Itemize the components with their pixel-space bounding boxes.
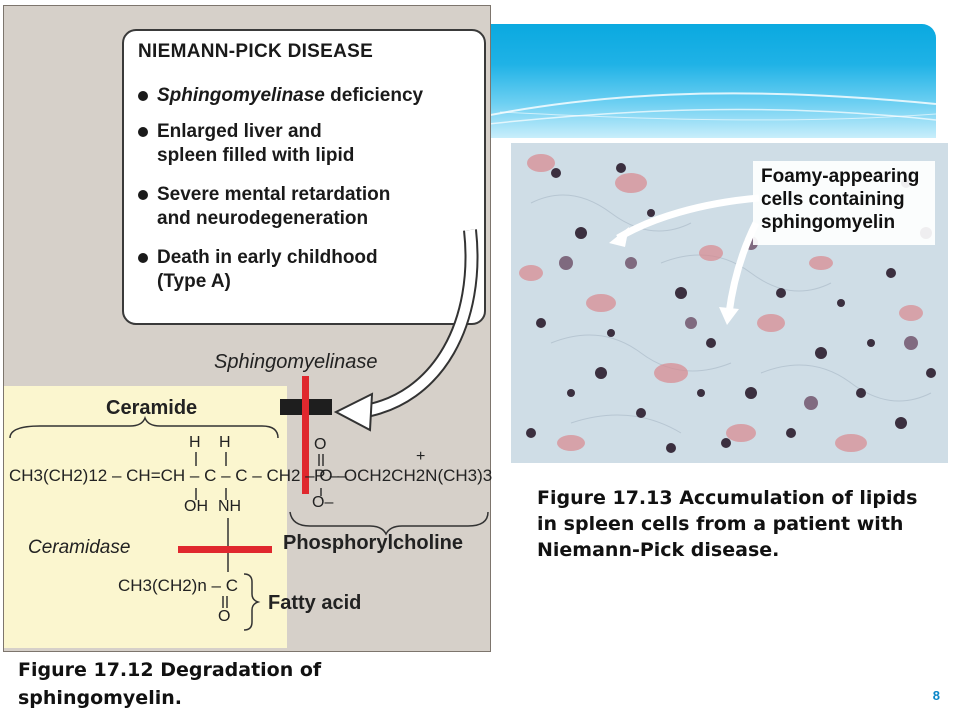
spleen-micrograph: Foamy-appearing cells containing sphingo… (511, 143, 948, 463)
callout-arrow (359, 229, 477, 417)
fatty-acid-formula: CH3(CH2)n – C (118, 576, 238, 595)
amide-nh-label: NH (218, 498, 242, 515)
bullet-dot (138, 91, 148, 101)
ceramide-brace (9, 415, 279, 439)
page-number: 8 (932, 688, 940, 703)
title-banner (470, 24, 936, 138)
hydrogen-label: H (219, 434, 231, 451)
micrograph-annotation: Foamy-appearing cells containing sphingo… (761, 166, 920, 233)
sphingomyelin-backbone-formula: CH3(CH2)12 – CH=CH – C – C – CH2 – O – (9, 466, 347, 485)
bullet-dot (138, 127, 148, 137)
bullet-text: Death in early childhood (Type A) (157, 247, 378, 292)
bullet-sphingomyelinase-deficiency: Sphingomyelinase deficiency (138, 84, 423, 108)
hydrogen-label: H (189, 434, 201, 451)
degradation-figure-panel: NIEMANN-PICK DISEASE Sphingomyelinase de… (3, 5, 491, 652)
bullet-mental-retardation: Severe mental retardation and neurodegen… (138, 183, 390, 231)
ceramidase-cleavage-bar (178, 546, 272, 553)
ceramide-label: Ceramide (106, 397, 198, 419)
bullet-dot (138, 190, 148, 200)
hydroxyl-label: OH (184, 498, 208, 515)
niemann-pick-callout: NIEMANN-PICK DISEASE Sphingomyelinase de… (122, 29, 486, 325)
micrograph-image (511, 143, 948, 463)
figure-17-13-caption: Figure 17.13 Accumulation of lipids in s… (537, 487, 918, 561)
bullet-dot (138, 253, 148, 263)
fatty-acid-label: Fatty acid (268, 592, 362, 614)
phosphorylcholine-formula: P – OCH2CH2N(CH3)3 (314, 466, 493, 485)
callout-title: NIEMANN-PICK DISEASE (138, 41, 374, 62)
phosphate-oxygen-top: O (314, 436, 327, 453)
phosphorylcholine-brace (289, 511, 489, 536)
figure-17-12-caption: Figure 17.12 Degradation of sphingomyeli… (18, 659, 322, 709)
bullet-text: Severe mental retardation and neurodegen… (157, 184, 391, 229)
sphingomyelinase-cleavage-bar (302, 376, 309, 494)
ceramide-region (4, 386, 287, 648)
phosphate-oxygen-minus: O– (312, 494, 334, 511)
carbonyl-oxygen: O (218, 608, 231, 625)
charge-plus: + (416, 448, 426, 465)
bullet-italic-text: Sphingomyelinase (157, 85, 325, 106)
callout-arrow-head (333, 392, 374, 432)
phosphorylcholine-label: Phosphorylcholine (283, 532, 464, 554)
fatty-acid-brace (243, 573, 261, 631)
sphingomyelinase-label: Sphingomyelinase (214, 351, 378, 373)
ceramidase-label: Ceramidase (28, 537, 131, 558)
bullet-text: Enlarged liver and spleen filled with li… (157, 121, 355, 166)
banner-swoosh-graphic (470, 92, 936, 127)
bullet-text: deficiency (324, 85, 424, 106)
bullet-enlarged-liver: Enlarged liver and spleen filled with li… (138, 120, 354, 168)
bullet-death-early-childhood: Death in early childhood (Type A) (138, 246, 378, 294)
